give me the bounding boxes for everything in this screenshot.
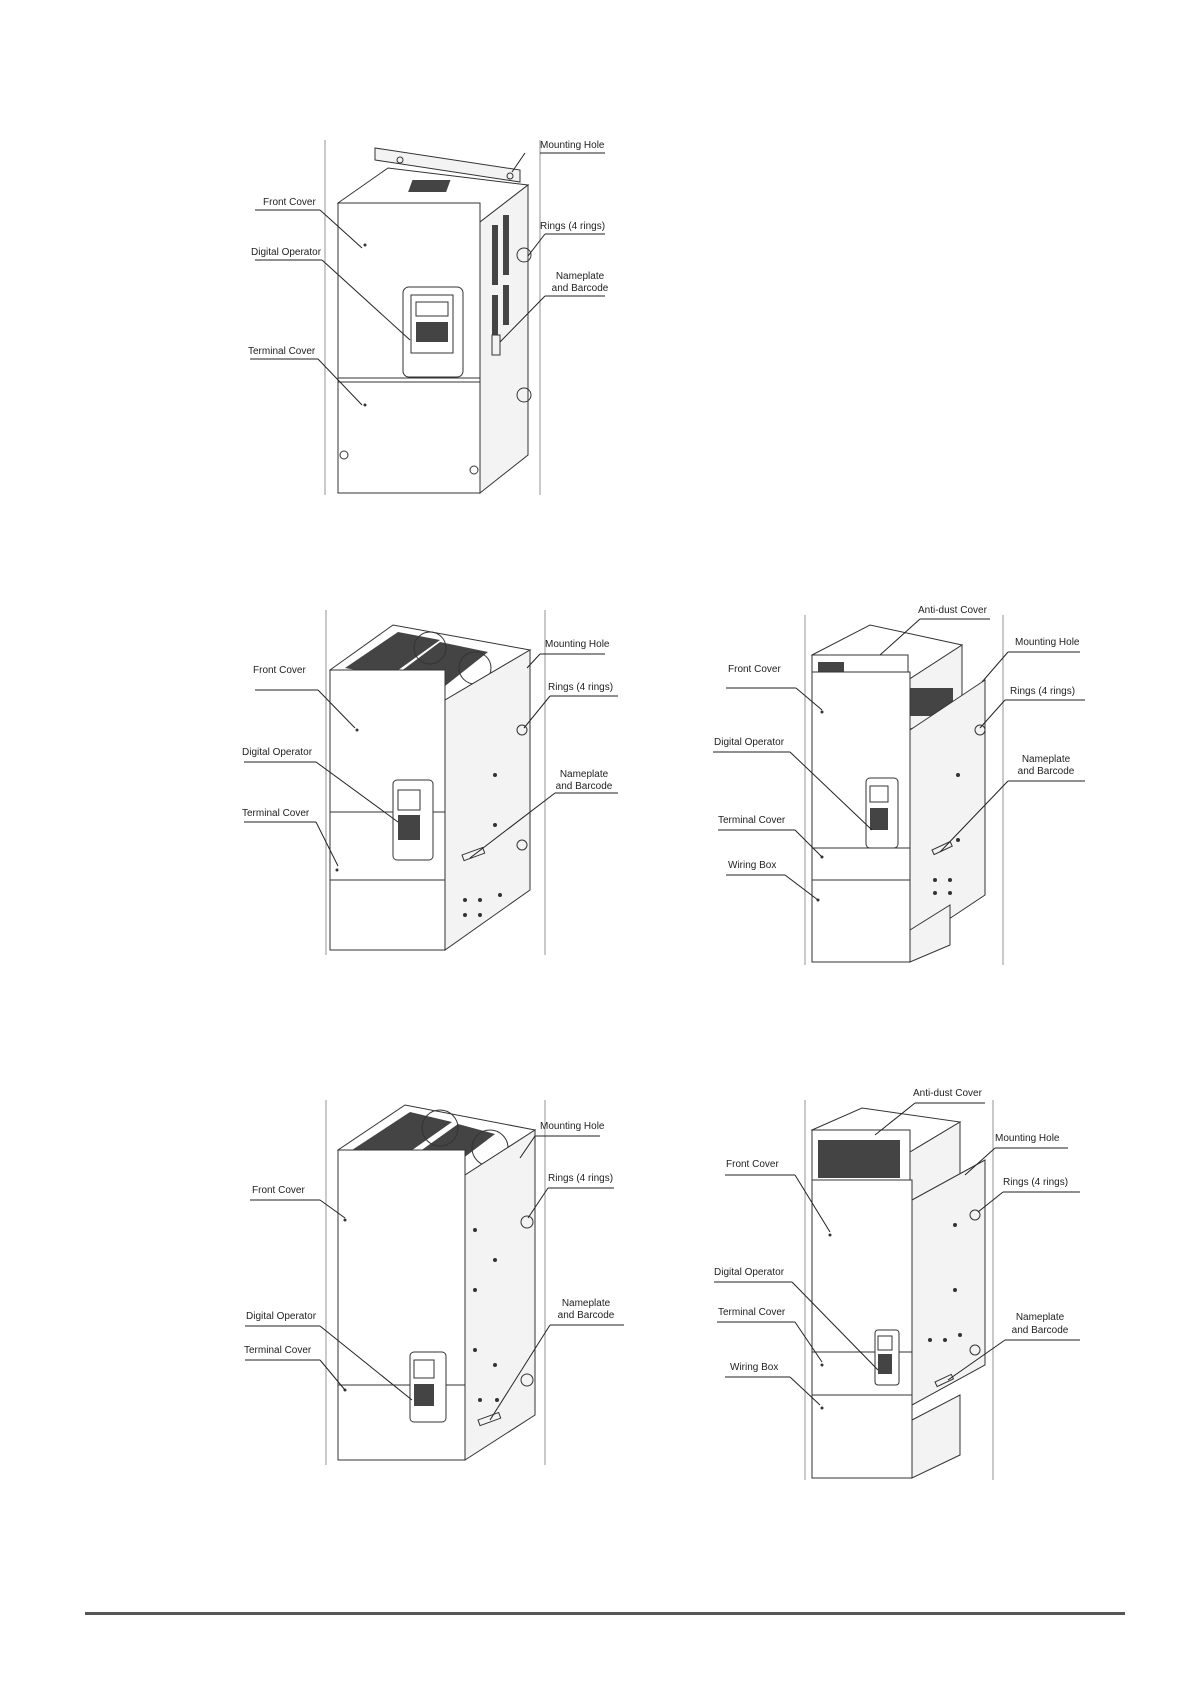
nameplate-label-line1: Nameplate — [560, 769, 609, 780]
terminal-cover-label: Terminal Cover — [248, 346, 316, 357]
mounting-hole-label: Mounting Hole — [1015, 637, 1080, 648]
rings-label: Rings (4 rings) — [1003, 1177, 1068, 1188]
digital-operator-label: Digital Operator — [251, 247, 322, 258]
nameplate-label-line1: Nameplate — [556, 271, 605, 282]
nameplate-label-line2: and Barcode — [1018, 766, 1075, 777]
rings-label: Rings (4 rings) — [548, 682, 613, 693]
digital-operator-label: Digital Operator — [714, 737, 785, 748]
front-cover-label: Front Cover — [253, 665, 306, 676]
inverter-diagram-1: Mounting Hole Front Cover Rings (4 rings… — [248, 140, 609, 495]
mounting-hole-label: Mounting Hole — [545, 639, 610, 650]
mounting-hole-label: Mounting Hole — [540, 1121, 605, 1132]
digital-operator-label: Digital Operator — [714, 1267, 785, 1278]
digital-operator-label: Digital Operator — [242, 747, 313, 758]
wiring-box-label: Wiring Box — [728, 860, 776, 871]
inverter-diagram-2: Mounting Hole Front Cover Rings (4 rings… — [242, 610, 618, 955]
inverter-diagram-5: Anti-dust Cover Mounting Hole Front Cove… — [714, 1088, 1080, 1480]
front-cover-label: Front Cover — [263, 197, 316, 208]
wiring-box-label: Wiring Box — [730, 1362, 778, 1373]
anti-dust-cover-label: Anti-dust Cover — [918, 605, 988, 616]
footer-rule — [85, 1612, 1125, 1615]
nameplate-label-line1: Nameplate — [1022, 754, 1071, 765]
inverter-diagram-4: Mounting Hole Front Cover Rings (4 rings… — [244, 1100, 624, 1465]
terminal-cover-label: Terminal Cover — [718, 1307, 786, 1318]
anti-dust-cover-label: Anti-dust Cover — [913, 1088, 983, 1099]
rings-label: Rings (4 rings) — [540, 221, 605, 232]
nameplate-label-line2: and Barcode — [552, 283, 609, 294]
terminal-cover-label: Terminal Cover — [718, 815, 786, 826]
nameplate-label-line2: and Barcode — [1012, 1325, 1069, 1336]
nameplate-label-line2: and Barcode — [556, 781, 613, 792]
nameplate-label-line1: Nameplate — [562, 1298, 611, 1309]
rings-label: Rings (4 rings) — [548, 1173, 613, 1184]
front-cover-label: Front Cover — [728, 664, 781, 675]
front-cover-label: Front Cover — [252, 1185, 305, 1196]
terminal-cover-label: Terminal Cover — [244, 1345, 312, 1356]
digital-operator-label: Digital Operator — [246, 1311, 317, 1322]
rings-label: Rings (4 rings) — [1010, 686, 1075, 697]
inverter-diagram-3: Anti-dust Cover Mounting Hole Front Cove… — [713, 605, 1085, 965]
terminal-cover-label: Terminal Cover — [242, 808, 310, 819]
mounting-hole-label: Mounting Hole — [995, 1133, 1060, 1144]
nameplate-label-line2: and Barcode — [558, 1310, 615, 1321]
nameplate-label-line1: Nameplate — [1016, 1312, 1065, 1323]
mounting-hole-label: Mounting Hole — [540, 140, 605, 151]
side-vents — [492, 215, 509, 335]
front-cover-label: Front Cover — [726, 1159, 779, 1170]
